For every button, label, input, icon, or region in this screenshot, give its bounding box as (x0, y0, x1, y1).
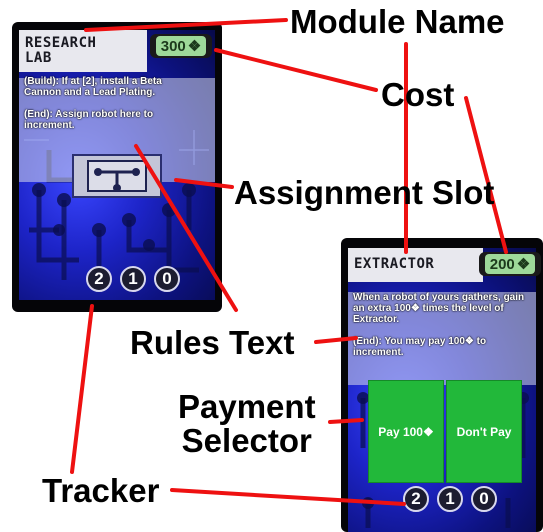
rules-line: (End): Assign robot here to increment. (24, 109, 154, 131)
tracker-level: 2 (86, 266, 112, 292)
research-lab-card: RESEARCH LAB 300 ❖ (Build): If at [2], i… (12, 22, 222, 312)
rules-line: When a robot of yours gathers, gain an e… (353, 292, 525, 325)
rules-text: (Build): If at [2], install a Beta Canno… (24, 76, 199, 142)
assignment-slot[interactable] (72, 154, 162, 198)
rules-line: (Build): If at [2], install a Beta Canno… (24, 76, 162, 98)
callout-line-tracker-card1 (70, 304, 94, 474)
cost-badge: 200 ❖ (479, 252, 541, 276)
rules-panel (348, 292, 536, 385)
tracker-level: 1 (120, 266, 146, 292)
tracker-level: 1 (437, 486, 463, 512)
label-tracker: Tracker (42, 472, 160, 509)
level-tracker: 2 1 0 (86, 266, 180, 292)
label-cost: Cost (381, 76, 455, 113)
label-selector-line: Selector (181, 422, 312, 459)
cost-value: 300 (160, 37, 186, 55)
cost-value: 200 (489, 255, 515, 273)
module-title: EXTRACTOR (348, 248, 483, 282)
tracker-level: 2 (403, 486, 429, 512)
rules-line: (End): You may pay 100❖ to increment. (353, 336, 487, 358)
dont-pay-button[interactable]: Don't Pay (446, 380, 522, 483)
pay-button[interactable]: Pay 100❖ (368, 380, 444, 483)
circuit-background (357, 392, 529, 528)
label-payment-selector: Payment Selector (178, 390, 316, 458)
tracker-level: 0 (471, 486, 497, 512)
tracker-level: 0 (154, 266, 180, 292)
cost-gem-icon: ❖ (516, 256, 531, 273)
module-title: RESEARCH LAB (19, 30, 147, 72)
cost-badge: 300 ❖ (150, 34, 212, 58)
label-assignment-slot: Assignment Slot (234, 174, 495, 211)
label-rules-text: Rules Text (130, 324, 295, 361)
rules-text: When a robot of yours gathers, gain an e… (353, 292, 538, 369)
label-module-name: Module Name (290, 3, 505, 40)
label-payment-line: Payment (178, 388, 316, 425)
cost-gem-icon: ❖ (187, 38, 202, 55)
callout-line-cost-card1 (214, 48, 378, 92)
robot-slot-icon (87, 160, 147, 192)
extractor-card: EXTRACTOR 200 ❖ When a robot of yours ga… (341, 238, 543, 532)
level-tracker: 2 1 0 (403, 486, 497, 512)
